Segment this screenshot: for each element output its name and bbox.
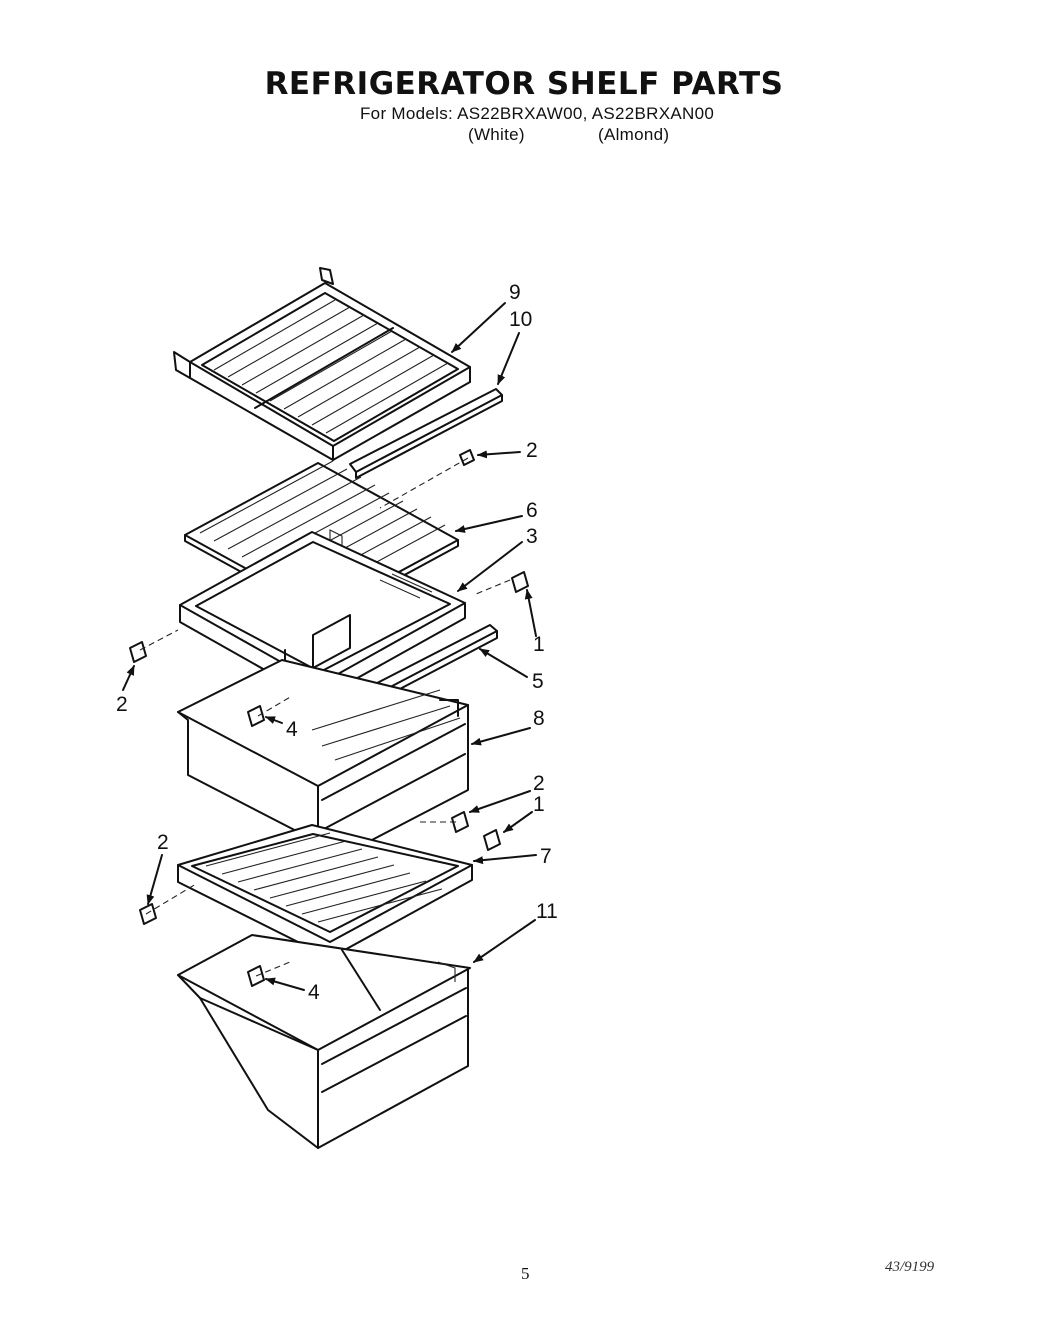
callout-5: 5 [532,670,544,693]
lower-shelf-part-7 [177,824,473,959]
callout-2-left-lower: 2 [157,831,169,854]
callout-1-upper: 1 [533,633,545,656]
leader-lines [122,302,537,991]
callout-4-lower: 4 [308,981,320,1004]
callout-4-upper: 4 [286,718,298,741]
callout-9: 9 [509,281,521,304]
models-line: For Models: AS22BRXAW00, AS22BRXAN00 [360,104,715,123]
callout-10: 10 [509,308,532,331]
variant-white: (White) [468,125,525,144]
callout-11: 11 [536,900,558,923]
callout-1-lower: 1 [533,793,545,816]
page-number: 5 [521,1264,530,1283]
callout-labels: 9 10 2 6 3 1 5 2 4 8 2 1 7 2 11 4 [116,281,558,1004]
variant-almond: (Almond) [598,125,670,144]
callout-2-top: 2 [526,439,538,462]
clip-hardware [129,449,529,987]
document-code: 43/9199 [885,1259,935,1275]
trim-strip-part-10 [349,388,503,479]
crisper-drawer-part-8 [177,659,469,871]
callout-3: 3 [526,525,538,548]
callout-6: 6 [526,499,538,522]
callout-2-left-upper: 2 [116,693,128,716]
callout-7: 7 [540,845,552,868]
lower-drawer-part-11 [177,934,471,1149]
callout-8: 8 [533,707,545,730]
top-shelf-part-9 [173,267,471,461]
callout-2-right-mid: 2 [533,772,545,795]
page-title: REFRIGERATOR SHELF PARTS [264,66,784,102]
